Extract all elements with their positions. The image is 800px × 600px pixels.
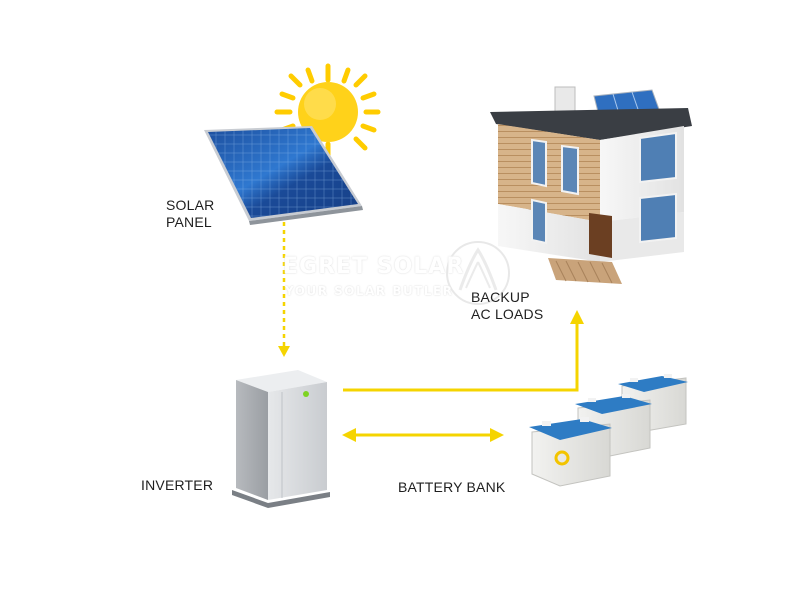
battery-bank-label: BATTERY BANK [398, 479, 506, 495]
backup-loads-label: BACKUP AC LOADS [471, 289, 543, 323]
inverter-icon [232, 370, 330, 508]
backup-loads-label-line1: BACKUP [471, 289, 530, 305]
watermark-brand: EGRET SOLAR [283, 254, 465, 279]
arrow-inverter-to-loads [343, 310, 584, 392]
solar-panel-icon [204, 126, 363, 225]
inverter-label: INVERTER [141, 477, 214, 493]
solar-panel-label-line1: SOLAR [166, 197, 215, 213]
house-icon [490, 86, 692, 284]
solar-panel-label-line2: PANEL [166, 214, 212, 230]
watermark-tagline: YOUR SOLAR BUTLER [285, 284, 454, 298]
watermark-logo-icon [446, 241, 510, 305]
solar-panel-label: SOLAR PANEL [166, 197, 214, 231]
arrow-panel-to-inverter [278, 222, 290, 357]
arrow-inverter-battery [342, 428, 504, 442]
backup-loads-label-line2: AC LOADS [471, 306, 544, 322]
flow-arrows [278, 222, 584, 442]
battery-icon [529, 374, 688, 487]
